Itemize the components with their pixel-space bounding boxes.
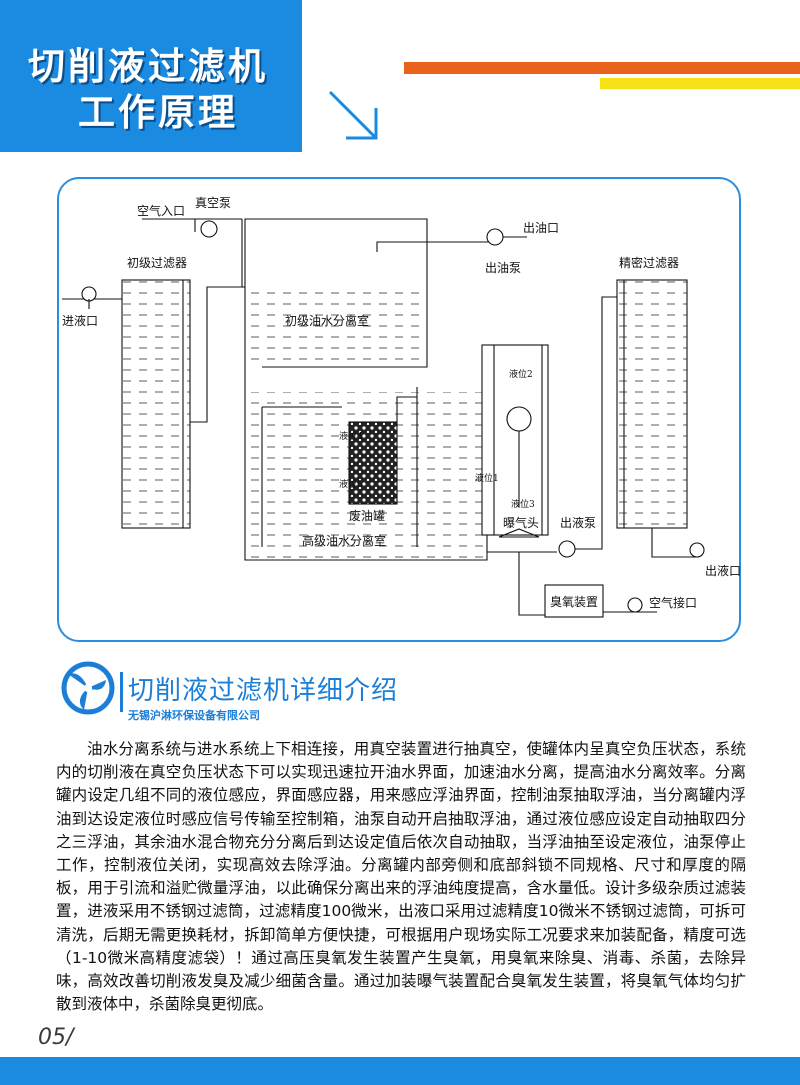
- label-oil-pump: 出油泵: [485, 261, 521, 275]
- label-liquid-outlet: 出液口: [705, 563, 741, 578]
- label-level2: 液位2: [509, 368, 533, 380]
- label-level5: 液位5: [339, 478, 363, 490]
- label-liquid-inlet: 进液口: [62, 313, 98, 328]
- label-air-inlet: 空气入口: [137, 203, 185, 218]
- label-fine-filter: 精密过滤器: [619, 255, 679, 270]
- yellow-stripe: [600, 78, 800, 89]
- company-name: 无锡沪淋环保设备有限公司: [128, 709, 260, 722]
- label-level3: 液位3: [511, 498, 535, 510]
- page-number: 05/: [38, 1025, 74, 1050]
- label-ozone-device: 臭氧装置: [550, 594, 598, 609]
- label-vacuum-pump: 真空泵: [195, 196, 231, 210]
- title-block: 切削液过滤机 工作原理: [0, 0, 302, 152]
- page-title-line1: 切削液过滤机: [28, 45, 268, 88]
- label-level4: 液位4: [339, 430, 363, 442]
- label-primary-chamber: 初级油水分离室: [285, 313, 369, 328]
- section-title: 切削液过滤机详细介绍: [128, 676, 399, 706]
- label-aerator: 曝气头: [503, 515, 539, 530]
- intro-paragraph: 油水分离系统与进水系统上下相连接，用真空装置进行抽真空，使罐体内呈真空负压状态，…: [56, 740, 746, 1014]
- label-advanced-chamber: 高级油水分离室: [302, 533, 386, 548]
- label-air-port: 空气接口: [649, 595, 697, 610]
- label-oil-outlet: 出油口: [523, 221, 559, 235]
- arrow-down-right-icon: [328, 90, 378, 140]
- process-diagram: 空气入口 真空泵 出油口 出油泵 初级过滤器 精密过滤器 进液口 初级油水分离室…: [62, 196, 741, 618]
- label-liquid-pump: 出液泵: [560, 515, 596, 530]
- label-waste-tank: 废油罐: [349, 508, 385, 523]
- section-divider: [120, 672, 123, 712]
- company-logo-icon: [61, 661, 115, 715]
- orange-stripe: [404, 62, 800, 74]
- label-primary-filter: 初级过滤器: [127, 256, 187, 270]
- footer-bar: [0, 1057, 800, 1085]
- page-title-line2: 工作原理: [78, 91, 238, 134]
- label-level1: 液位1: [475, 472, 499, 484]
